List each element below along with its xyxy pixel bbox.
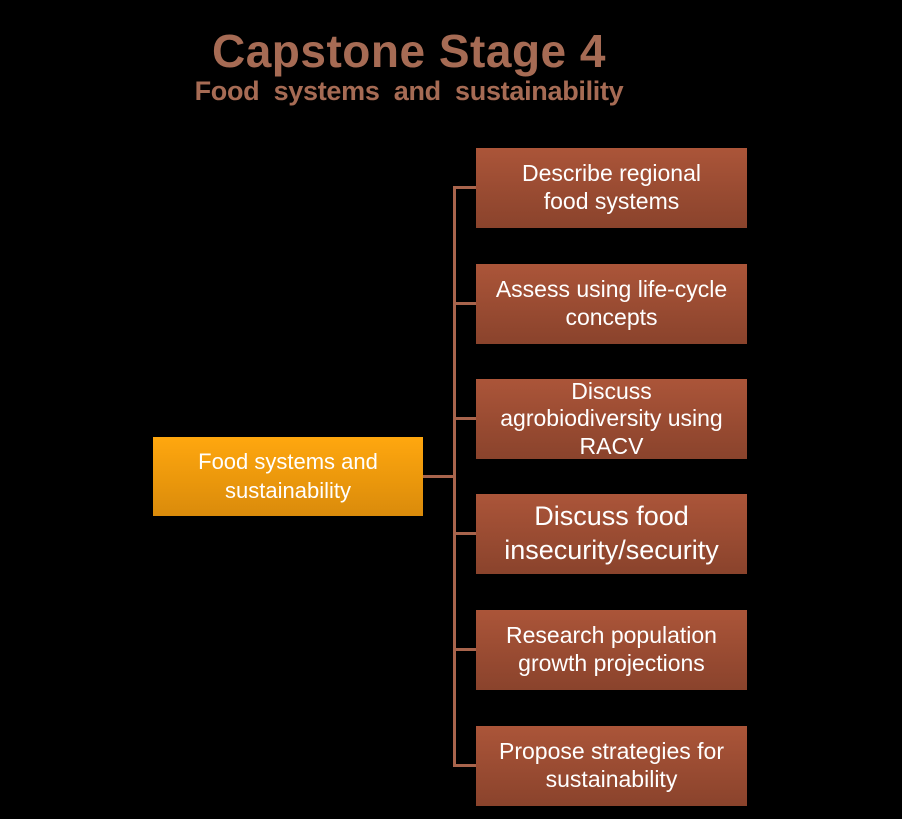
diagram-node-assess-life-cycle-concepts: Assess using life-cycle concepts [476, 264, 747, 344]
connector-trunk [453, 187, 456, 767]
connector-stub-4 [453, 532, 476, 535]
connector-stub-5 [453, 648, 476, 651]
diagram-node-discuss-agrobiodiversity-racv: Discuss agrobiodiversity using RACV [476, 378, 747, 459]
connector-stub-3 [453, 417, 476, 420]
connector-root [423, 475, 456, 478]
diagram-node-describe-regional-food-systems: Describe regional food systems [476, 148, 747, 228]
diagram-node-research-population-growth: Research population growth projections [476, 610, 747, 690]
diagram-node-propose-strategies-sustainability: Propose strategies for sustainability [476, 726, 747, 806]
diagram-root-node: Food systems and sustainability [153, 437, 423, 516]
connector-stub-1 [453, 186, 476, 189]
connector-stub-2 [453, 302, 476, 305]
page-subtitle: Food systems and sustainability [194, 76, 624, 106]
page-title: Capstone Stage 4 [212, 25, 606, 77]
connector-stub-6 [453, 764, 476, 767]
diagram-node-discuss-food-insecurity-security: Discuss food insecurity/security [476, 494, 747, 574]
